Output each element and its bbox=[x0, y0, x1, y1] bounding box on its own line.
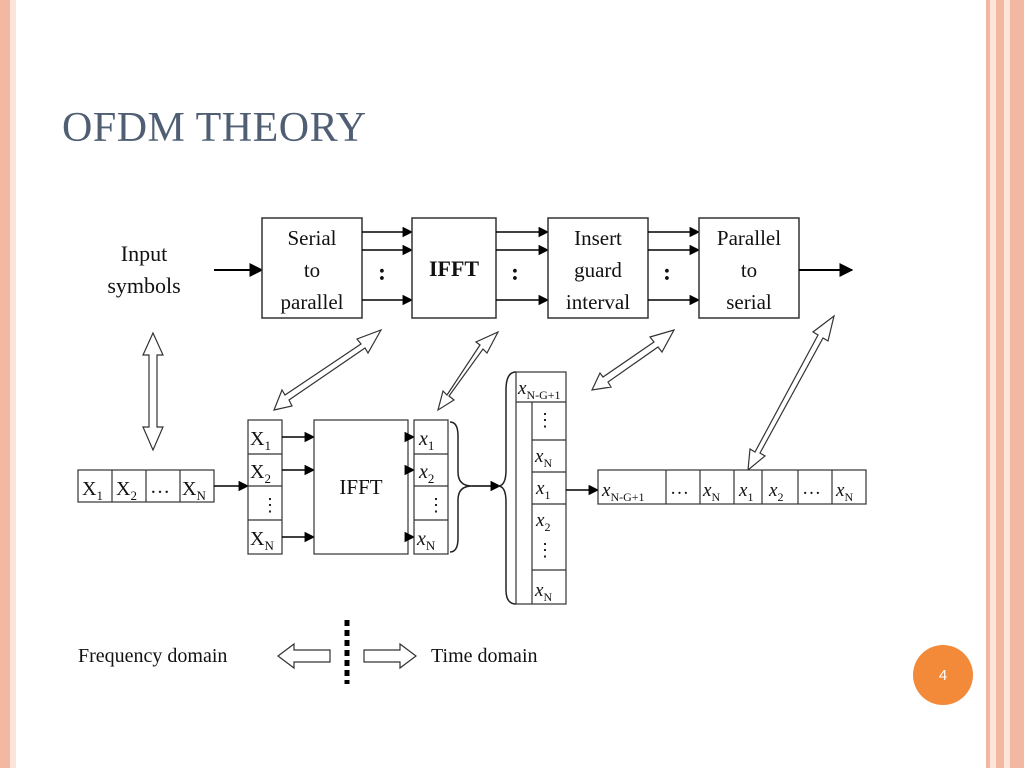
time-row-x2: x2 bbox=[768, 480, 783, 504]
double-arrow-guard bbox=[590, 329, 676, 391]
parallel-to-serial-line3: serial bbox=[726, 290, 772, 314]
legend-time-label: Time domain bbox=[431, 645, 538, 667]
page-number-badge: 4 bbox=[913, 645, 973, 705]
serial-to-parallel-block bbox=[261, 217, 363, 319]
insert-guard-line1: Insert bbox=[574, 226, 622, 250]
ifft-bottom-label: IFFT bbox=[339, 475, 382, 499]
double-arrow-vertical bbox=[142, 331, 164, 452]
time-row-ellipsis-1: … bbox=[670, 478, 689, 499]
time-row-x1: x1 bbox=[738, 480, 753, 504]
serial-to-parallel-line1: Serial bbox=[288, 226, 337, 250]
ifft-bottom-block bbox=[313, 419, 409, 555]
freq-col-xn: XN bbox=[250, 528, 274, 553]
parallel-to-serial-line2: to bbox=[741, 258, 757, 282]
double-arrow-ps bbox=[747, 314, 835, 472]
time-col-vdots: ⋮ bbox=[427, 495, 445, 515]
freq-row-x2: X2 bbox=[116, 478, 137, 503]
double-arrow-ifft bbox=[437, 330, 500, 412]
colon-1: : bbox=[378, 260, 386, 286]
time-column-box bbox=[413, 419, 449, 555]
freq-col-vdots: ⋮ bbox=[261, 495, 279, 515]
guard-col-xn-2: xN bbox=[534, 580, 552, 604]
parallel-to-serial-line1: Parallel bbox=[717, 226, 781, 250]
slide-border-left bbox=[0, 0, 10, 768]
slide-border-left-inner bbox=[10, 0, 16, 768]
legend-left-arrow-icon bbox=[277, 642, 331, 670]
guard-col-vdots-2: ⋮ bbox=[536, 540, 554, 560]
freq-col-x1: X1 bbox=[250, 428, 271, 453]
time-row-ellipsis-2: … bbox=[802, 478, 821, 499]
parallel-to-serial-block bbox=[698, 217, 800, 319]
serial-to-parallel-line3: parallel bbox=[281, 290, 344, 314]
brace-right bbox=[449, 421, 473, 553]
input-label-line2: symbols bbox=[107, 273, 180, 298]
insert-guard-line2: guard bbox=[574, 258, 622, 282]
ifft-top-label: IFFT bbox=[429, 256, 479, 281]
guard-col-xn: xN bbox=[534, 446, 552, 470]
input-label-line1: Input bbox=[121, 241, 167, 266]
colon-3: : bbox=[663, 260, 671, 286]
time-col-x2: x2 bbox=[418, 461, 434, 486]
double-arrow-sp bbox=[273, 328, 383, 411]
ifft-top-block bbox=[411, 217, 497, 319]
insert-guard-block bbox=[547, 217, 649, 319]
colon-2: : bbox=[511, 260, 519, 286]
time-row-xn: xN bbox=[702, 480, 720, 504]
time-row-xn-2: xN bbox=[835, 480, 853, 504]
freq-row-ellipsis: … bbox=[150, 476, 170, 498]
ofdm-diagram: Input symbols Serial to parallel : IFFT … bbox=[77, 217, 867, 684]
freq-col-x2: X2 bbox=[250, 461, 271, 486]
guard-col-x1: x1 bbox=[535, 478, 550, 502]
brace-left bbox=[497, 371, 517, 605]
guard-col-xng1: xN-G+1 bbox=[517, 378, 561, 402]
guard-col-vdots-1: ⋮ bbox=[536, 410, 554, 430]
slide-title: OFDM THEORY bbox=[62, 105, 367, 151]
slide-decoration-stripes bbox=[978, 0, 1024, 768]
freq-row-x1: X1 bbox=[82, 478, 103, 503]
insert-guard-line3: interval bbox=[566, 290, 630, 314]
legend-frequency-label: Frequency domain bbox=[78, 645, 227, 667]
serial-to-parallel-line2: to bbox=[304, 258, 320, 282]
time-col-xn: xN bbox=[416, 528, 436, 553]
freq-row-xn: XN bbox=[182, 478, 206, 503]
guard-col-x2: x2 bbox=[535, 510, 550, 534]
time-row-xng1: xN-G+1 bbox=[601, 480, 645, 504]
time-row-box bbox=[597, 469, 867, 505]
freq-column-box bbox=[247, 419, 283, 555]
guard-column-box bbox=[515, 371, 567, 605]
legend-right-arrow-icon bbox=[363, 642, 417, 670]
time-col-x1: x1 bbox=[418, 428, 434, 453]
